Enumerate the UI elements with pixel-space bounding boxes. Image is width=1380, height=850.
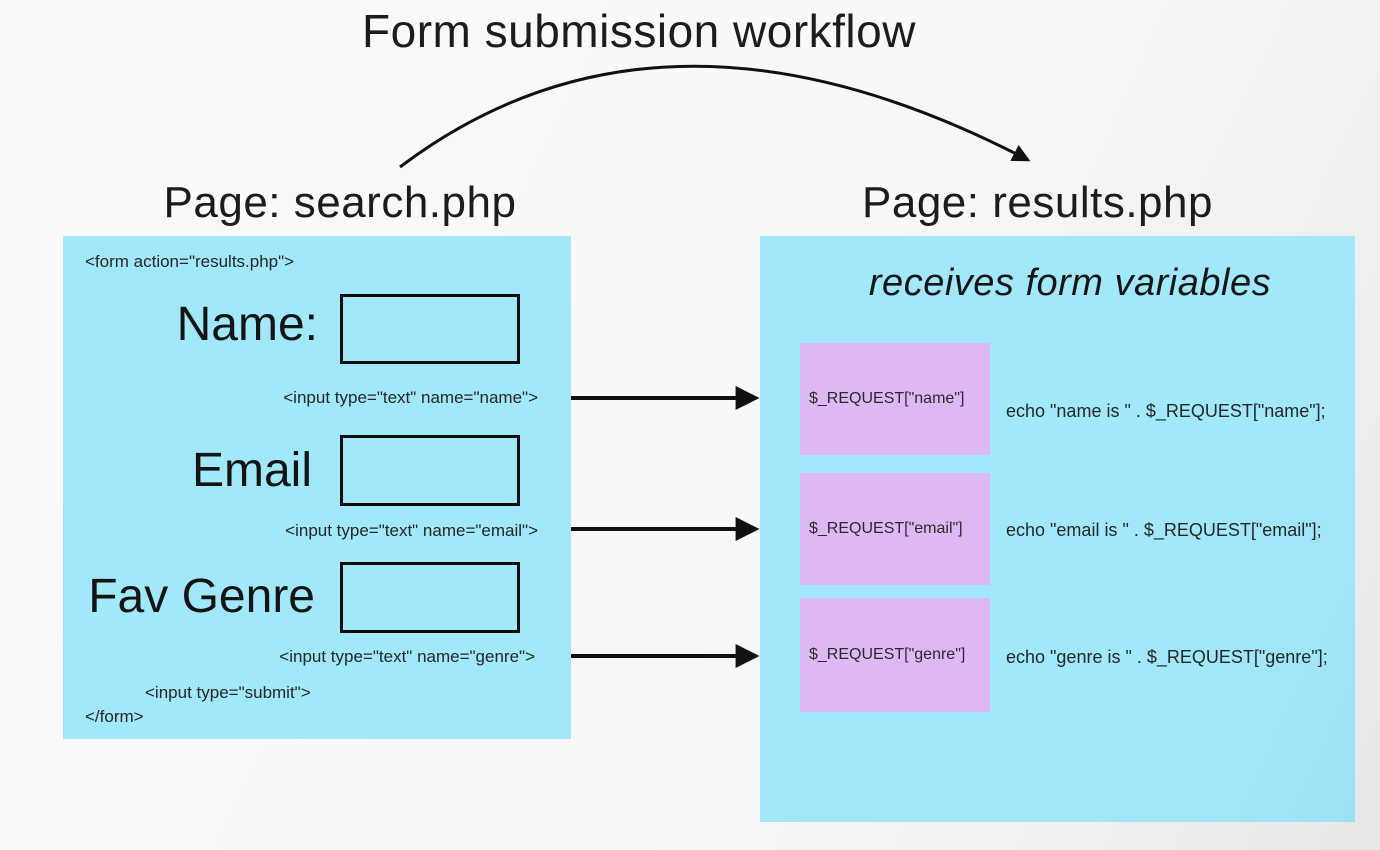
page-title: Form submission workflow <box>362 5 916 57</box>
curved-workflow-arrow-icon <box>399 64 1031 169</box>
submit-input-tag: <input type="submit"> <box>145 683 311 702</box>
search-php-panel: <form action="results.php"> Name: <input… <box>63 236 571 739</box>
echo-genre-statement: echo "genre is " . $_REQUEST["genre"]; <box>1006 647 1328 667</box>
genre-input-box <box>340 562 520 633</box>
genre-input-tag: <input type="text" name="genre"> <box>279 647 535 666</box>
request-genre-text: $_REQUEST["genre"] <box>809 646 966 663</box>
echo-name-statement: echo "name is " . $_REQUEST["name"]; <box>1006 401 1326 421</box>
email-input-tag: <input type="text" name="email"> <box>285 521 538 540</box>
genre-field-label: Fav Genre <box>88 570 315 623</box>
name-input-box <box>340 294 520 364</box>
results-page-heading: Page: results.php <box>862 178 1213 227</box>
request-name-box: $_REQUEST["name"] <box>800 343 990 455</box>
results-php-panel: receives form variables $_REQUEST["name"… <box>760 236 1355 822</box>
receives-variables-note: receives form variables <box>868 262 1272 304</box>
request-name-text: $_REQUEST["name"] <box>809 390 965 407</box>
request-email-text: $_REQUEST["email"] <box>809 520 963 537</box>
name-input-tag: <input type="text" name="name"> <box>283 388 538 407</box>
email-input-box <box>340 435 520 506</box>
request-genre-box: $_REQUEST["genre"] <box>800 598 990 712</box>
echo-email-statement: echo "email is " . $_REQUEST["email"]; <box>1006 520 1322 540</box>
form-open-tag: <form action="results.php"> <box>85 252 295 271</box>
request-email-box: $_REQUEST["email"] <box>800 473 990 585</box>
search-page-heading: Page: search.php <box>163 178 517 227</box>
email-field-label: Email <box>191 444 312 497</box>
form-close-tag: </form> <box>85 707 144 726</box>
name-field-label: Name: <box>176 298 318 351</box>
